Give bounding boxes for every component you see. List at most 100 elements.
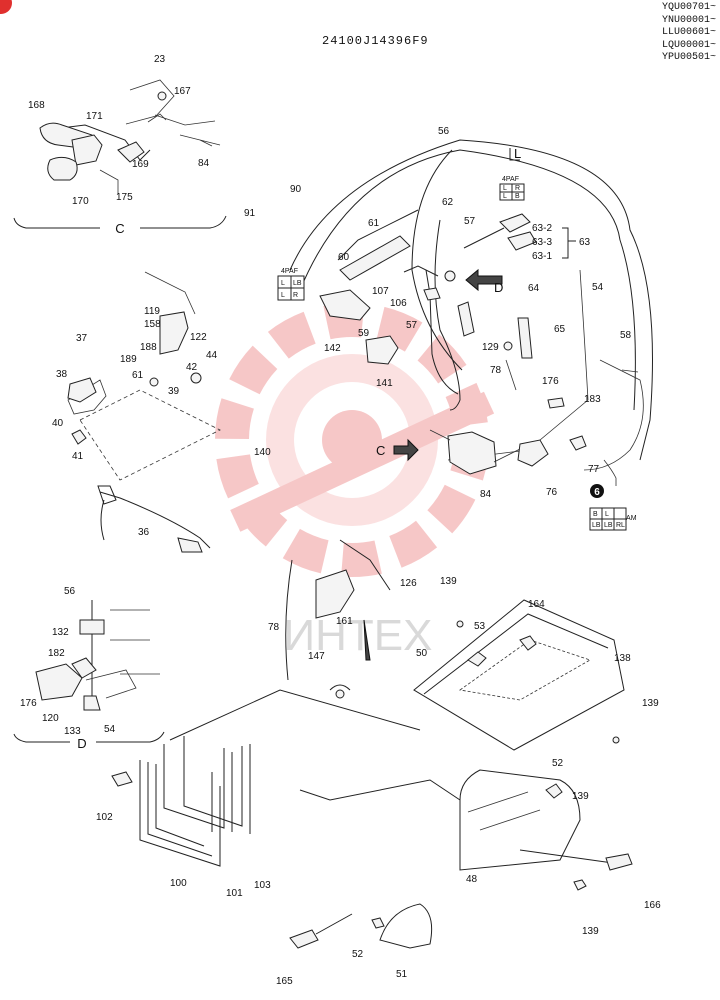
connector-code: 4PAF bbox=[502, 176, 519, 183]
callout-63-2: 63-2 bbox=[532, 223, 552, 234]
part-number: 138 bbox=[614, 653, 631, 664]
serial-range: YPU00501~ bbox=[661, 52, 716, 63]
part-number: 139 bbox=[440, 576, 457, 587]
part-number: 61 bbox=[368, 218, 380, 229]
part-number: 142 bbox=[324, 343, 341, 354]
serial-range: YNU00001~ bbox=[661, 14, 716, 26]
part-number: 78 bbox=[490, 365, 502, 376]
part-number: 100 bbox=[170, 878, 187, 889]
serial-range: LQU00001~ bbox=[661, 39, 716, 51]
connector-left: 4PAF L LB L R bbox=[277, 268, 305, 301]
part-number: 102 bbox=[96, 812, 113, 823]
part-number: 57 bbox=[406, 320, 418, 331]
connector-cell: LB bbox=[604, 522, 613, 529]
part-number: 39 bbox=[168, 386, 180, 397]
part-number: 167 bbox=[174, 86, 191, 97]
serial-range: YQU00701~ bbox=[661, 2, 716, 13]
part-number: 64 bbox=[528, 283, 540, 294]
arrow-right-icon bbox=[393, 438, 419, 462]
part-number: 176 bbox=[542, 376, 559, 387]
connector-code: 6PAM bbox=[618, 515, 637, 522]
part-number: 44 bbox=[206, 350, 218, 361]
part-number: 147 bbox=[308, 651, 325, 662]
connector-cell: L bbox=[281, 292, 285, 299]
c-arrow-label: C bbox=[376, 443, 385, 458]
part-number: 56 bbox=[64, 586, 76, 597]
seat-floor-assembly bbox=[169, 539, 633, 891]
connector-cell: L bbox=[503, 193, 507, 200]
connector-cell: L bbox=[605, 511, 609, 518]
bracket-63-icon bbox=[562, 227, 569, 259]
part-number: 106 bbox=[390, 298, 407, 309]
drawing-code: 24100J14396F9 bbox=[322, 34, 429, 48]
part-number: 58 bbox=[620, 330, 632, 341]
part-number: 133 bbox=[64, 726, 81, 737]
cab-frame-assembly bbox=[289, 139, 653, 486]
part-number: 91 bbox=[244, 208, 256, 219]
section-d-assembly bbox=[35, 600, 160, 711]
part-number: 76 bbox=[546, 487, 558, 498]
part-number: 36 bbox=[138, 527, 150, 538]
callout-63: 63 bbox=[579, 237, 591, 248]
part-number: 139 bbox=[642, 698, 659, 709]
part-number: 59 bbox=[358, 328, 370, 339]
part-number: 51 bbox=[396, 969, 408, 980]
part-number: 165 bbox=[276, 976, 293, 987]
part-number: 38 bbox=[56, 369, 68, 380]
l-mark: L bbox=[514, 146, 521, 161]
part-number: 61 bbox=[132, 370, 144, 381]
part-number: 84 bbox=[198, 158, 210, 169]
arrow-left-icon bbox=[465, 268, 503, 292]
part-number: 175 bbox=[116, 192, 133, 203]
part-number: 122 bbox=[190, 332, 207, 343]
part-number: 90 bbox=[290, 184, 302, 195]
left-middle-assembly bbox=[67, 271, 221, 553]
section-c-divider bbox=[13, 217, 100, 229]
section-d-divider bbox=[96, 731, 165, 743]
part-number: 52 bbox=[352, 949, 364, 960]
d-arrow-label: D bbox=[494, 280, 503, 295]
part-number: 171 bbox=[86, 111, 103, 122]
part-number: 37 bbox=[76, 333, 88, 344]
part-number: 141 bbox=[376, 378, 393, 389]
part-number: 139 bbox=[582, 926, 599, 937]
connector-cell: B bbox=[593, 511, 598, 518]
section-d-label: D bbox=[77, 736, 86, 751]
part-number: 50 bbox=[416, 648, 428, 659]
part-number: 161 bbox=[336, 616, 353, 627]
part-number: 189 bbox=[120, 354, 137, 365]
part-number: 53 bbox=[474, 621, 486, 632]
part-number: 140 bbox=[254, 447, 271, 458]
part-number: 40 bbox=[52, 418, 64, 429]
connector-cell: B bbox=[515, 193, 520, 200]
connector-cell: R bbox=[515, 185, 520, 192]
corner-badge-icon bbox=[0, 0, 12, 14]
part-number: 48 bbox=[466, 874, 478, 885]
part-number: 182 bbox=[48, 648, 65, 659]
part-number: 41 bbox=[72, 451, 84, 462]
part-number: 42 bbox=[186, 362, 198, 373]
part-number: 129 bbox=[482, 342, 499, 353]
connector-cell: RL bbox=[616, 522, 625, 529]
part-number: 126 bbox=[400, 578, 417, 589]
watermark-text: ИНТЕХ bbox=[284, 611, 433, 660]
part-number: 139 bbox=[572, 791, 589, 802]
part-number: 107 bbox=[372, 286, 389, 297]
part-number: 158 bbox=[144, 319, 161, 330]
part-number: 77 bbox=[588, 464, 600, 475]
connector-right: 6PAM B L LB LB RL bbox=[589, 507, 637, 531]
part-number: 166 bbox=[644, 900, 661, 911]
part-number: 23 bbox=[154, 54, 166, 65]
l-mark-icon bbox=[509, 148, 520, 161]
connector-cell: LB bbox=[293, 280, 302, 287]
circled-six-icon bbox=[590, 484, 604, 498]
part-number: 119 bbox=[144, 306, 160, 317]
part-number: 57 bbox=[464, 216, 476, 227]
section-c-assembly bbox=[39, 79, 221, 194]
part-number: 103 bbox=[254, 880, 271, 891]
part-number: 60 bbox=[338, 252, 350, 263]
connector-top: 4PAF L R L B bbox=[499, 176, 525, 201]
callout-63-3: 63-3 bbox=[532, 237, 552, 248]
part-number: 132 bbox=[52, 627, 69, 638]
